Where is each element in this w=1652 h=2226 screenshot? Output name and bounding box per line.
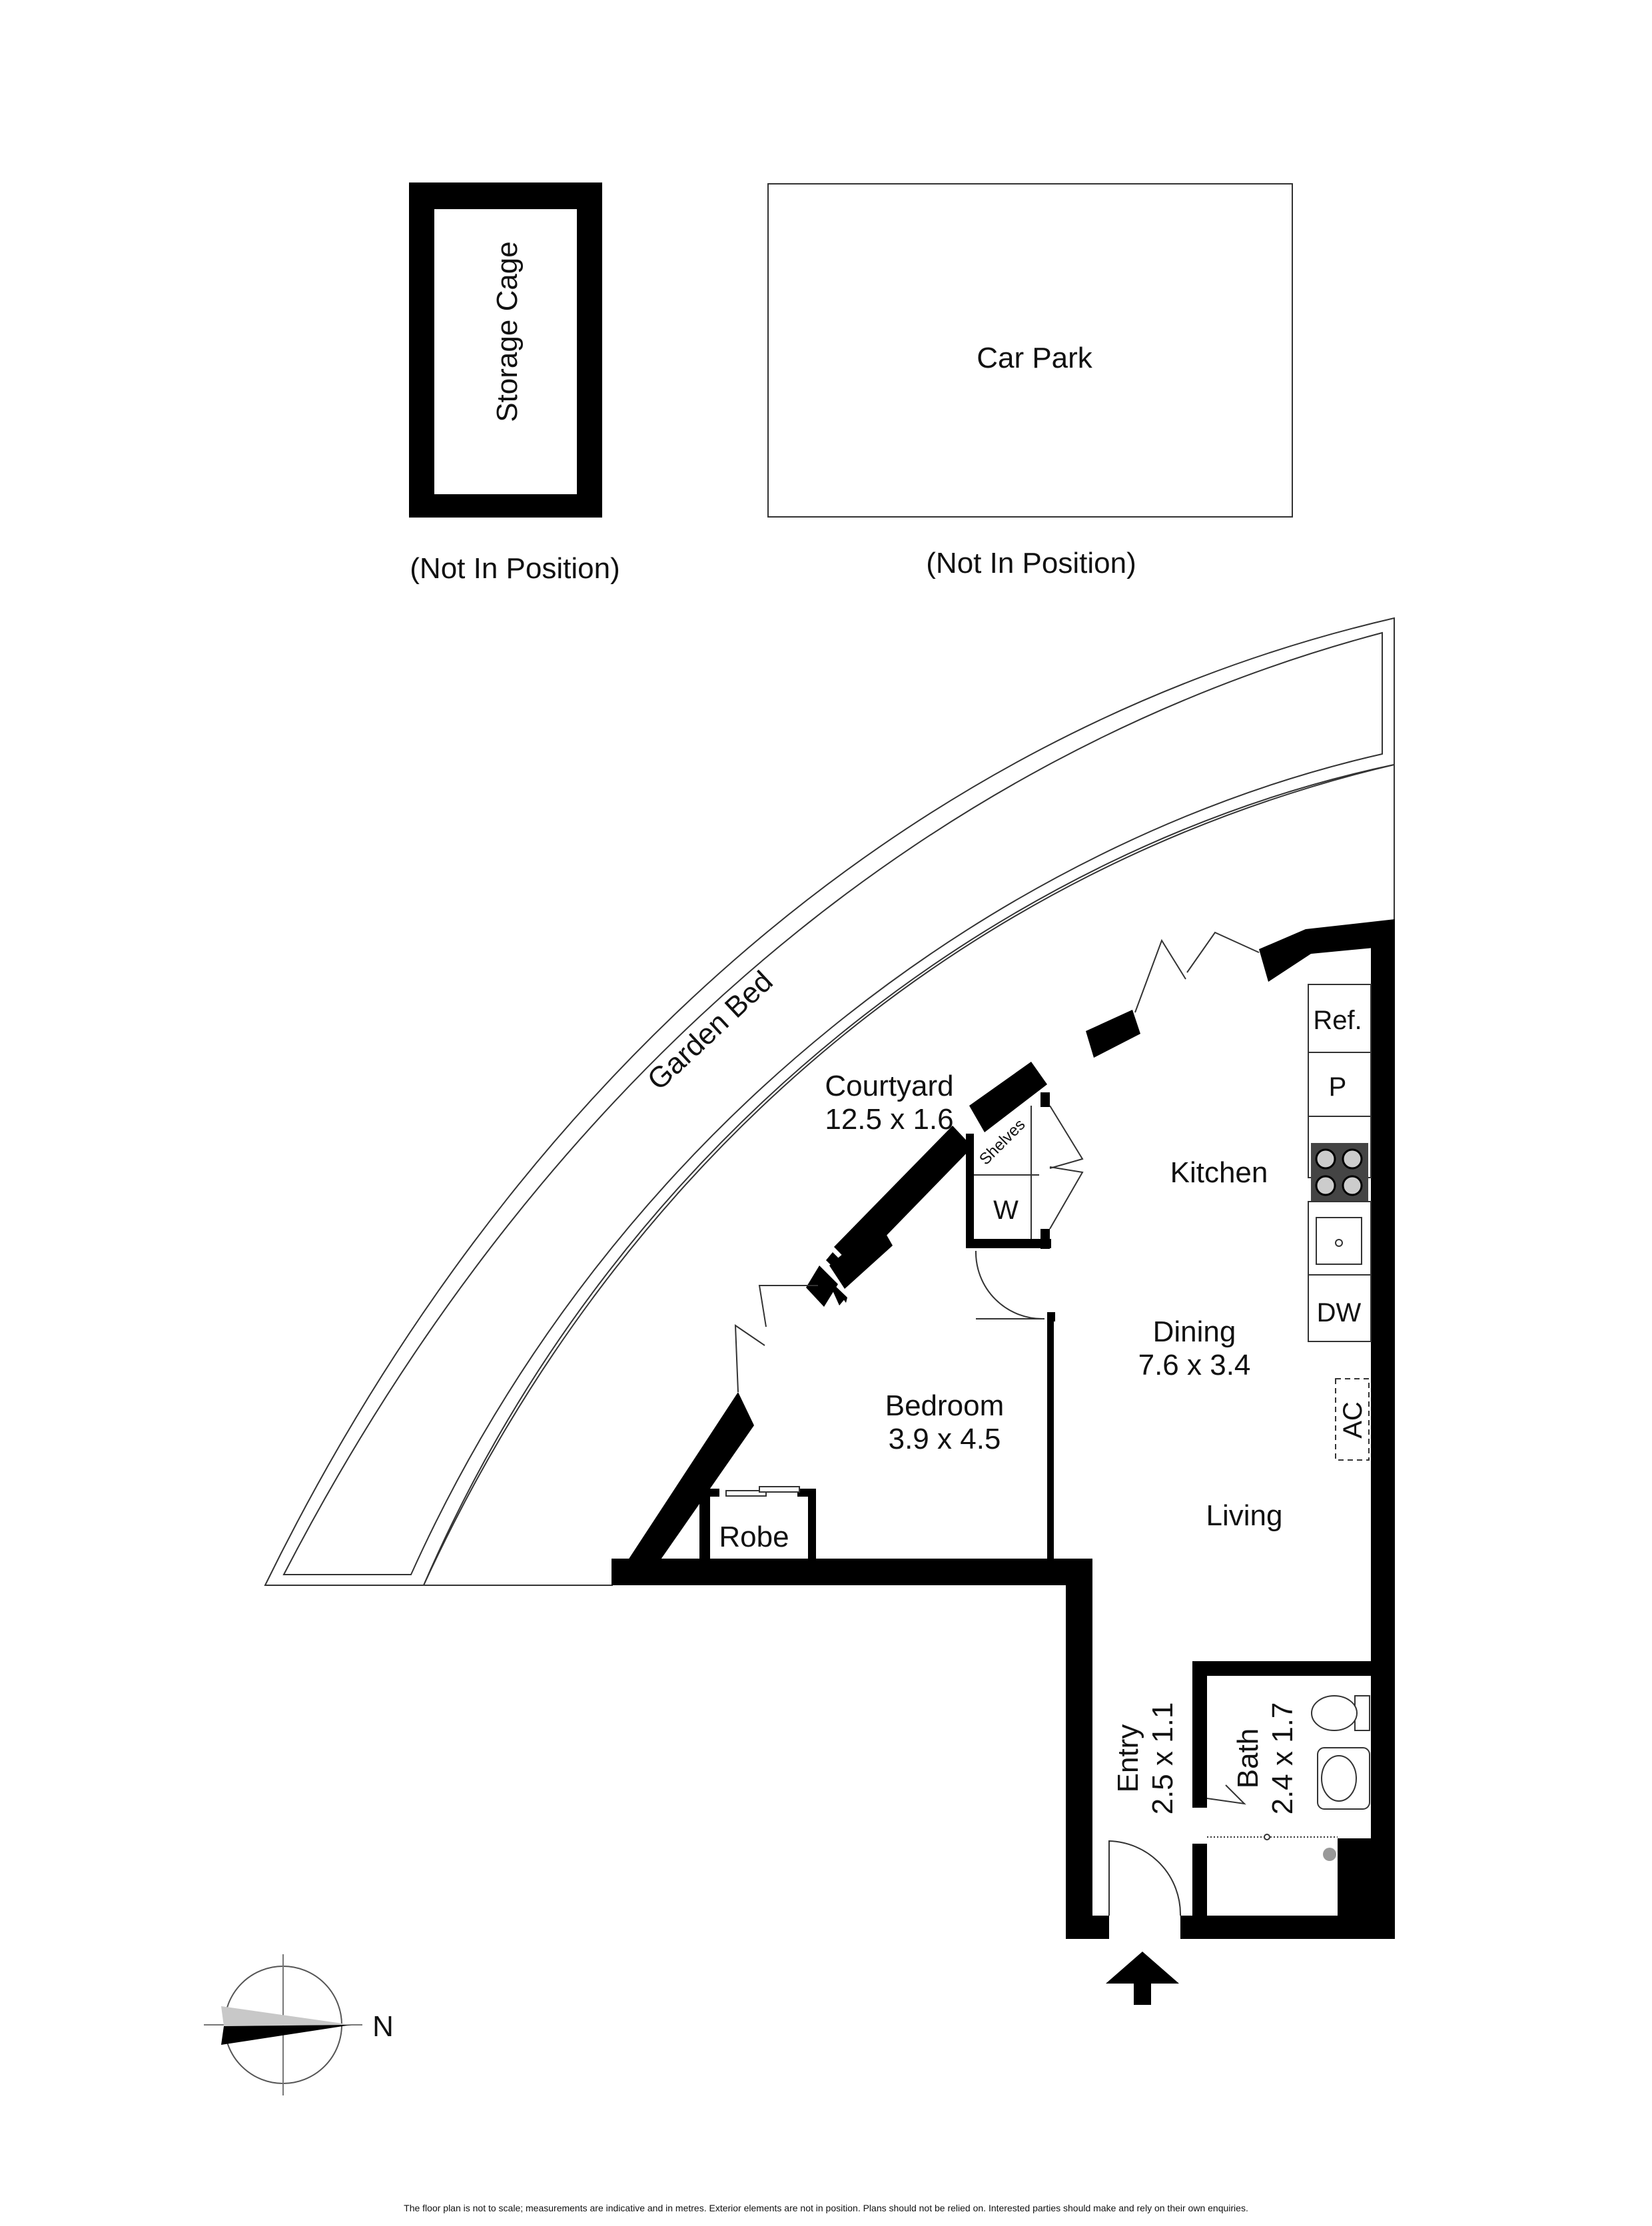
courtyard-outline xyxy=(423,763,1395,1586)
dining-dims: 7.6 x 3.4 xyxy=(1138,1349,1251,1381)
living-label: Living xyxy=(1206,1499,1283,1532)
room-labels: Courtyard 12.5 x 1.6 Kitchen Dining 7.6 … xyxy=(719,1070,1299,1814)
dining-name: Dining xyxy=(1153,1315,1236,1348)
robe-label: Robe xyxy=(719,1521,789,1553)
pantry-slot xyxy=(1308,1052,1372,1117)
bath-fixtures xyxy=(1207,1695,1370,1861)
bath-name: Bath xyxy=(1232,1728,1264,1789)
dishwasher xyxy=(1308,1274,1372,1342)
compass-north-label: N xyxy=(372,2010,394,2043)
storage-position-note: (Not In Position) xyxy=(410,552,620,585)
doors xyxy=(725,931,1260,1916)
compass-needle-icon xyxy=(221,2025,352,2045)
storage-cage: Storage Cage xyxy=(409,183,602,518)
bath-dims: 2.4 x 1.7 xyxy=(1266,1702,1299,1815)
bedroom-name: Bedroom xyxy=(885,1389,1005,1422)
kitchen-label: Kitchen xyxy=(1170,1156,1268,1189)
pantry-label: P xyxy=(1329,1072,1347,1102)
compass: N xyxy=(204,1954,394,2095)
entry-dims: 2.5 x 1.1 xyxy=(1146,1702,1179,1815)
carpark-position-note: (Not In Position) xyxy=(926,547,1136,579)
entry-name: Entry xyxy=(1112,1724,1144,1793)
compass-needle-light xyxy=(221,2006,352,2026)
sink-icon xyxy=(1316,1217,1362,1265)
ac-label: AC xyxy=(1338,1401,1368,1439)
ac-unit xyxy=(1335,1378,1370,1461)
storage-cage-label: Storage Cage xyxy=(491,241,524,422)
garden-bed-label: Garden Bed xyxy=(641,965,779,1097)
kitchen-fixtures: Ref. P DW AC xyxy=(1308,984,1372,1461)
car-park-label: Car Park xyxy=(977,342,1093,374)
fridge-label: Ref. xyxy=(1313,1006,1362,1035)
courtyard-name: Courtyard xyxy=(825,1070,953,1102)
walls xyxy=(612,919,1395,1939)
w-label: W xyxy=(993,1196,1019,1225)
bedroom-dims: 3.9 x 4.5 xyxy=(889,1423,1001,1455)
car-park: Car Park xyxy=(767,183,1293,518)
courtyard-dims: 12.5 x 1.6 xyxy=(825,1103,953,1136)
toilet-icon xyxy=(1311,1695,1358,1731)
disclaimer: The floor plan is not to scale; measurem… xyxy=(404,2203,1248,2213)
dishwasher-label: DW xyxy=(1317,1298,1362,1327)
entry-arrow-icon xyxy=(1106,1952,1179,2005)
